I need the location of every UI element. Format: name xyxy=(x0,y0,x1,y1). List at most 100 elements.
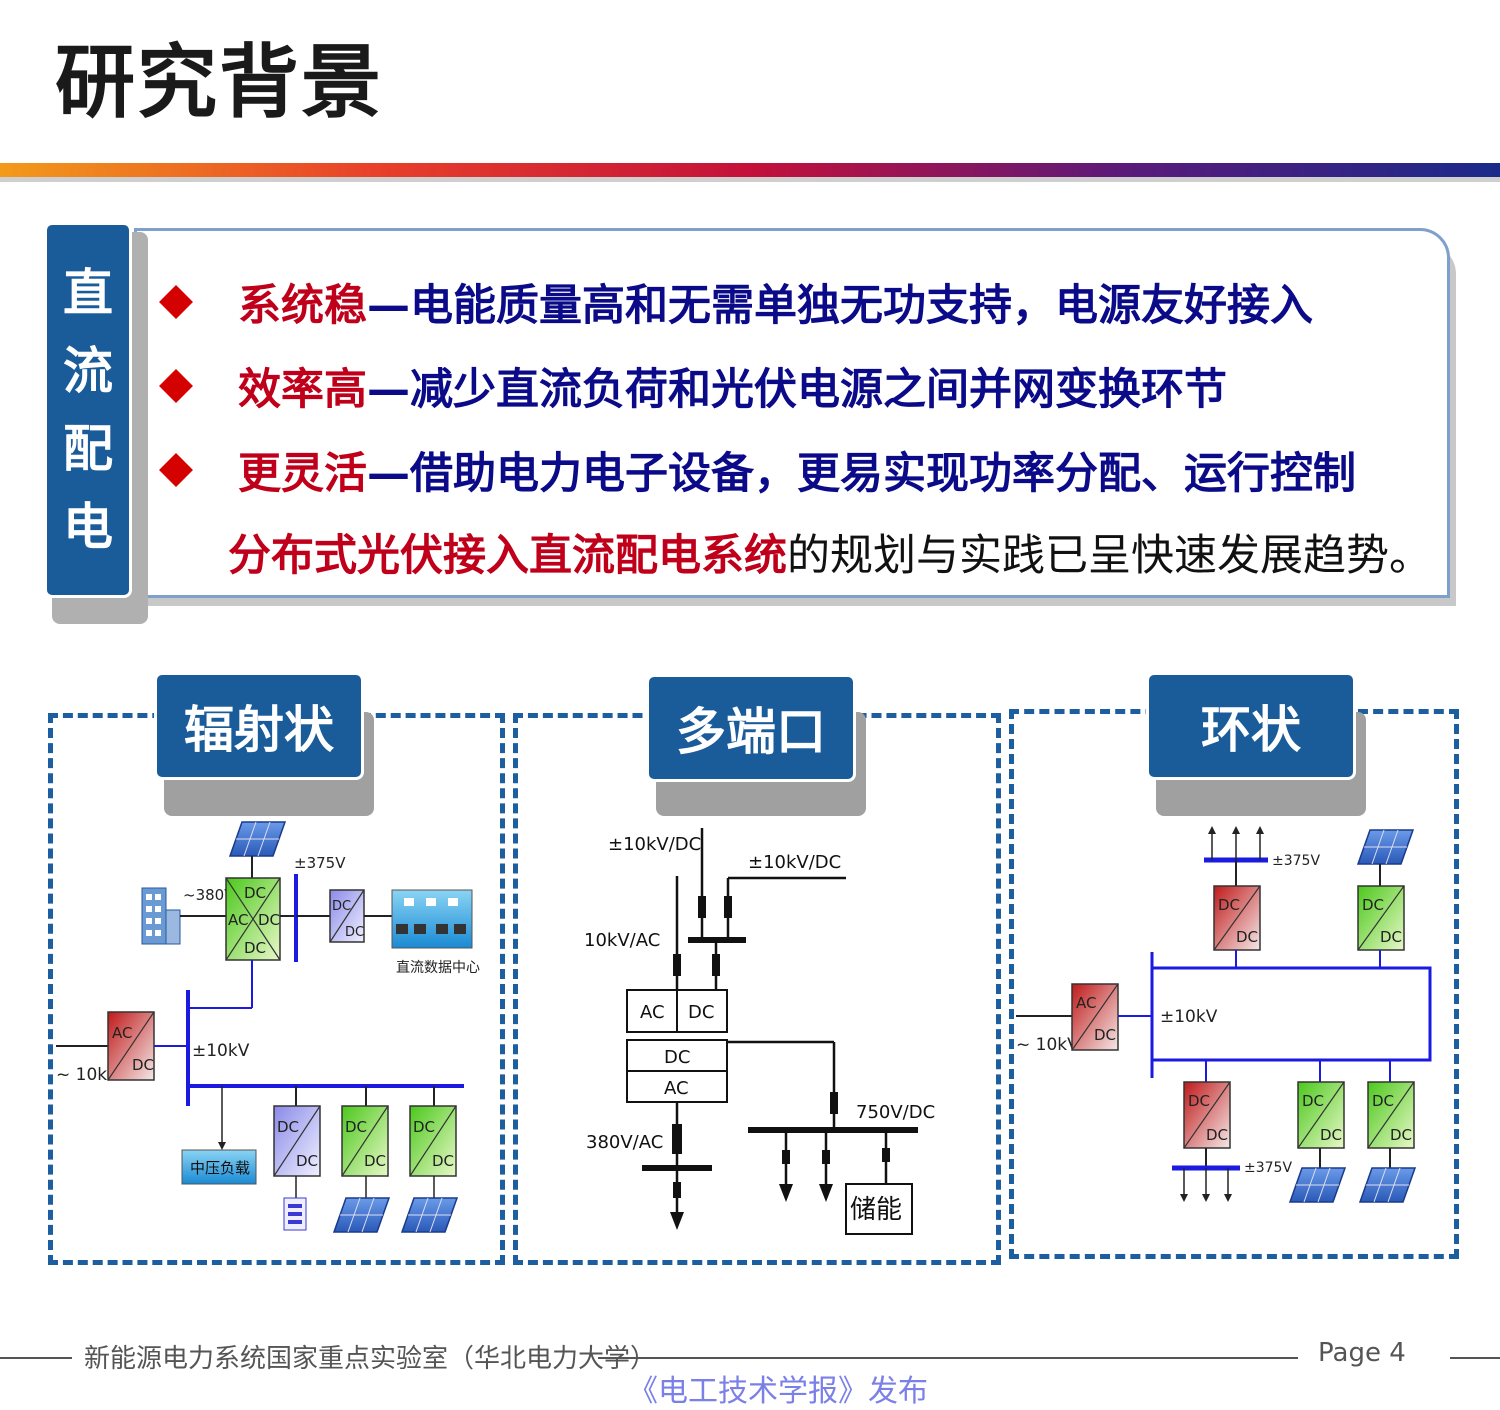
battery-icon xyxy=(283,1197,307,1231)
label-ac: AC xyxy=(1076,994,1096,1012)
summary-highlight: 分布式光伏接入直流配电系统 xyxy=(228,531,787,581)
label-750v-dc: 750V/DC xyxy=(856,1102,935,1123)
bullet-head: 更灵活 xyxy=(238,449,367,499)
label-10kv-dc: ±10kV xyxy=(1160,1007,1218,1027)
dc-dc-converter: DC DC xyxy=(1183,1081,1231,1149)
label-dc: DC xyxy=(1372,1092,1394,1110)
solar-panel-icon xyxy=(332,1197,391,1233)
label-dc: DC xyxy=(244,939,266,957)
solar-panel-icon xyxy=(228,821,287,857)
bullet-item: 系统稳—电能质量高和无需单独无功支持，电源友好接入 xyxy=(159,272,1313,332)
solar-panel-icon xyxy=(1288,1167,1347,1203)
label-dc: DC xyxy=(1320,1126,1342,1144)
bullet-body: —电能质量高和无需单独无功支持，电源友好接入 xyxy=(367,281,1313,331)
footer-lab-name: 新能源电力系统国家重点实验室（华北电力大学） xyxy=(84,1344,657,1374)
label-dc: DC xyxy=(296,1152,318,1170)
label-dc: DC xyxy=(432,1152,454,1170)
label-dc: DC xyxy=(1206,1126,1228,1144)
multiport-converter: DC AC DC DC xyxy=(225,877,281,961)
footer-rule xyxy=(598,1357,1298,1359)
dc-dc-converter-pv: DC DC xyxy=(409,1105,457,1177)
label-ac: AC xyxy=(112,1024,132,1042)
solar-panel-icon xyxy=(1358,1167,1417,1203)
summary-rest: 的规划与实践已呈快速发展趋势。 xyxy=(787,531,1432,581)
label-10kv-ac: ~ 10kV xyxy=(1016,1035,1079,1055)
label-dc: DC xyxy=(364,1152,386,1170)
label-375v-bottom: ±375V xyxy=(1244,1160,1292,1176)
label-dc: DC xyxy=(1236,928,1258,946)
label-10kv-dc-b: ±10kV/DC xyxy=(748,852,841,873)
label-dc: DC xyxy=(1362,896,1384,914)
footer-publisher: 《电工技术学报》发布 xyxy=(628,1374,928,1409)
section-header-multi-terminal: 多端口 xyxy=(646,674,856,782)
side-tab-char: 流 xyxy=(63,342,113,400)
label-dc: DC xyxy=(244,884,266,902)
title-bar-shadow xyxy=(0,177,1500,182)
label-10kv-dc-a: ±10kV/DC xyxy=(608,834,701,855)
building-icon xyxy=(141,887,181,945)
data-center-icon xyxy=(391,889,473,949)
solar-panel-icon xyxy=(400,1197,459,1233)
title-gradient-bar xyxy=(0,163,1500,177)
label-380v: ~380V xyxy=(183,886,235,904)
label-dc: DC xyxy=(1094,1026,1116,1044)
side-tab-dc-distribution: 直 流 配 电 xyxy=(44,222,132,598)
side-tab-char: 配 xyxy=(63,420,113,478)
label-dc: DC xyxy=(345,1118,367,1136)
footer-rule xyxy=(0,1357,72,1359)
label-ac: AC xyxy=(664,1078,689,1099)
label-ac: AC xyxy=(228,911,248,929)
mv-load-box xyxy=(181,1149,257,1185)
solar-panel-icon xyxy=(1356,829,1415,865)
footer-rule xyxy=(1450,1357,1500,1359)
dc-dc-converter-storage: DC DC xyxy=(273,1105,321,1177)
label-375v: ±375V xyxy=(294,854,346,872)
page-title: 研究背景 xyxy=(55,36,383,129)
label-ac: AC xyxy=(640,1002,665,1023)
label-380v-ac: 380V/AC xyxy=(586,1132,663,1153)
label-dc: DC xyxy=(688,1002,714,1023)
summary-line: 分布式光伏接入直流配电系统的规划与实践已呈快速发展趋势。 xyxy=(228,522,1432,582)
label-375v-top: ±375V xyxy=(1272,853,1320,869)
label-dc: DC xyxy=(664,1047,690,1068)
side-tab-char: 电 xyxy=(63,498,113,556)
label-dc: DC xyxy=(1188,1092,1210,1110)
label-dc: DC xyxy=(132,1056,154,1074)
label-dc: DC xyxy=(332,899,351,914)
label-dc: DC xyxy=(1218,896,1240,914)
multi-terminal-diagram: ±10kV/DC ±10kV/DC 10kV/AC AC DC DC AC 38… xyxy=(584,828,935,1235)
dc-dc-converter-pv: DC DC xyxy=(1297,1081,1345,1149)
label-dc: DC xyxy=(277,1118,299,1136)
label-storage: 储能 xyxy=(850,1195,902,1225)
text-panel xyxy=(134,228,1450,598)
footer-page-number: Page 4 xyxy=(1318,1338,1406,1368)
dc-dc-converter: DC DC xyxy=(329,889,365,943)
dc-dc-converter-pv: DC DC xyxy=(1357,885,1405,951)
label-10kv-dc: ±10kV xyxy=(192,1041,250,1061)
bullet-body: —借助电力电子设备，更易实现功率分配、运行控制 xyxy=(367,449,1356,499)
label-10kv-ac: ~ 10kV xyxy=(56,1065,119,1085)
label-10kv-ac: 10kV/AC xyxy=(584,930,660,951)
label-dc: DC xyxy=(413,1118,435,1136)
label-dc: DC xyxy=(1380,928,1402,946)
ac-dc-converter: AC DC xyxy=(107,1011,155,1081)
bullet-item: 效率高—减少直流负荷和光伏电源之间并网变换环节 xyxy=(159,356,1227,416)
dc-dc-converter: DC DC xyxy=(1213,885,1261,951)
label-data-center: 直流数据中心 xyxy=(396,959,480,976)
section-header-radial: 辐射状 xyxy=(154,672,364,780)
bullet-head: 效率高 xyxy=(238,365,367,415)
side-tab-char: 直 xyxy=(63,264,113,322)
bullet-head: 系统稳 xyxy=(238,281,367,331)
dc-dc-converter-pv: DC DC xyxy=(1367,1081,1415,1149)
section-header-ring: 环状 xyxy=(1146,672,1356,780)
label-mv-load: 中压负载 xyxy=(190,1159,250,1177)
ac-dc-converter: AC DC xyxy=(1071,983,1119,1051)
radial-diagram: ~380V DC AC DC DC ±375V DC DC xyxy=(56,821,480,1233)
bullet-item: 更灵活—借助电力电子设备，更易实现功率分配、运行控制 xyxy=(159,440,1356,500)
label-dc: DC xyxy=(258,911,280,929)
label-dc: DC xyxy=(1302,1092,1324,1110)
label-dc: DC xyxy=(345,925,364,940)
dc-dc-converter-pv: DC DC xyxy=(341,1105,389,1177)
storage-box xyxy=(845,1183,913,1235)
